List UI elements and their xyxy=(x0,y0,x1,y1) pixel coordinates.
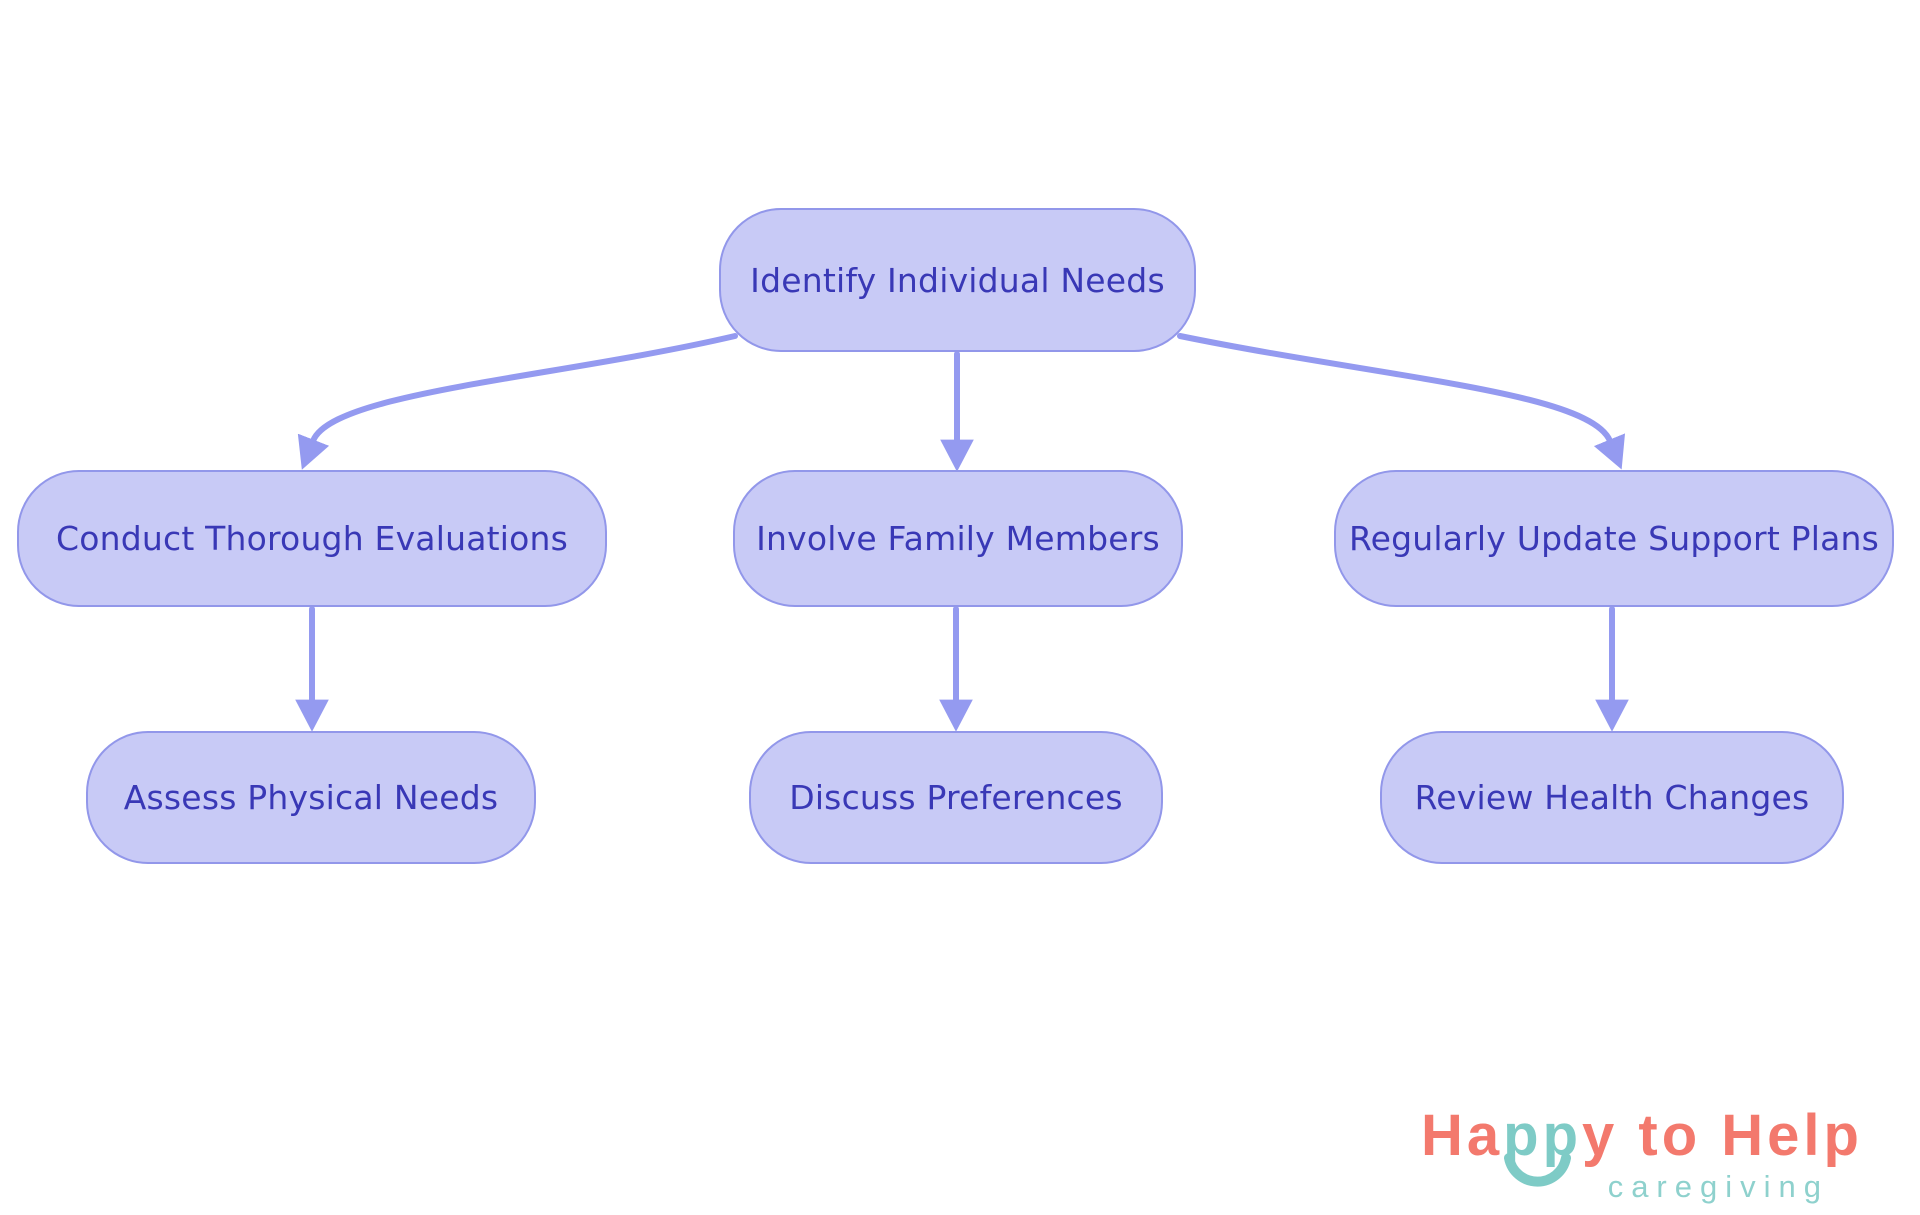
flow-node-assess-physical-needs: Assess Physical Needs xyxy=(86,731,536,864)
logo-tagline: caregiving xyxy=(1607,1169,1829,1204)
flow-node-label: Discuss Preferences xyxy=(789,778,1123,817)
flow-node-conduct-thorough-evaluations: Conduct Thorough Evaluations xyxy=(17,470,607,607)
edge-root-to-plans xyxy=(1177,333,1625,470)
edge-root-to-evaluations xyxy=(297,333,738,470)
flow-node-identify-individual-needs: Identify Individual Needs xyxy=(719,208,1196,352)
logo-text-pp: pp xyxy=(1503,1107,1582,1187)
flow-node-label: Identify Individual Needs xyxy=(750,260,1165,300)
flow-node-label: Regularly Update Support Plans xyxy=(1348,519,1880,558)
flow-node-discuss-preferences: Discuss Preferences xyxy=(749,731,1163,864)
flow-node-label: Assess Physical Needs xyxy=(123,778,499,817)
flow-node-label: Review Health Changes xyxy=(1414,778,1810,817)
smile-icon xyxy=(1504,1153,1572,1187)
flow-node-label: Involve Family Members xyxy=(756,519,1160,558)
flow-node-label: Conduct Thorough Evaluations xyxy=(55,519,569,558)
flow-node-regularly-update-support-plans: Regularly Update Support Plans xyxy=(1334,470,1894,607)
flow-node-review-health-changes: Review Health Changes xyxy=(1380,731,1844,864)
flow-node-involve-family-members: Involve Family Members xyxy=(733,470,1183,607)
logo-text-y-to-help: y to Help xyxy=(1582,1103,1863,1168)
logo-text-ha: Ha xyxy=(1421,1103,1504,1168)
